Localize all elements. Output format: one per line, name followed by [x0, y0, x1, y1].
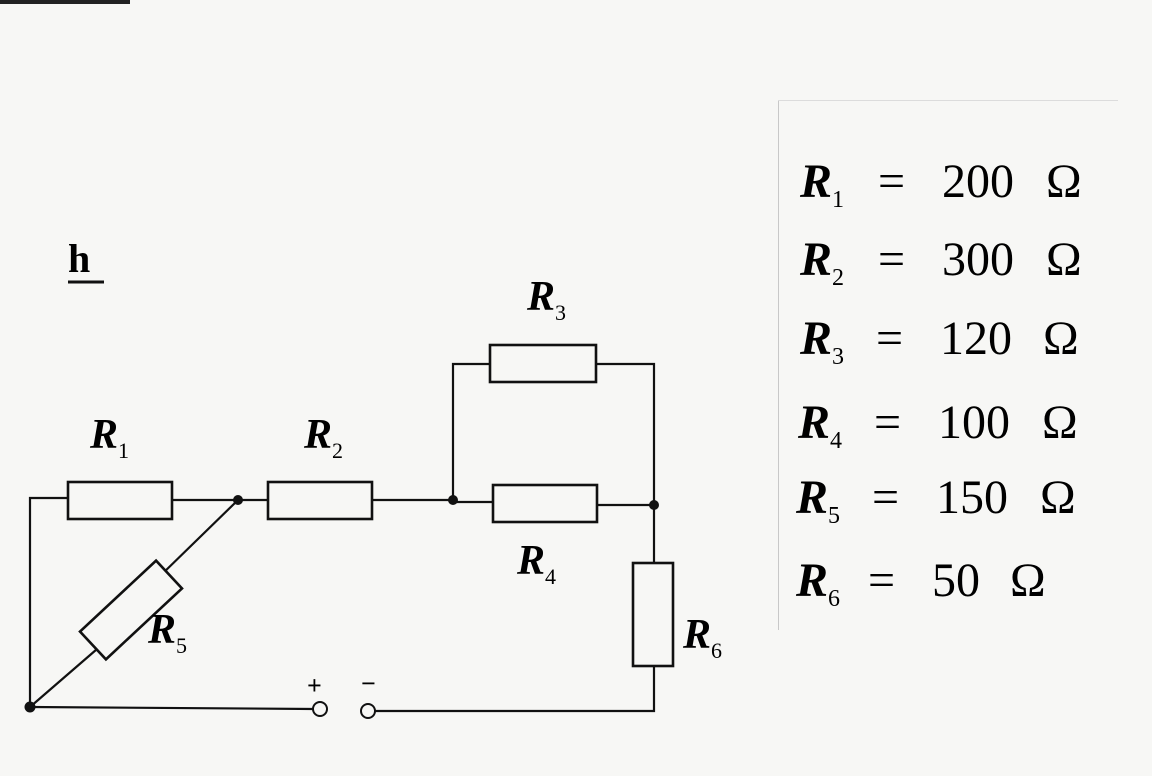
wire-r5-upper — [158, 499, 239, 578]
resistor-labels: R1 R2 R3 R4 R5 R6 — [89, 274, 722, 663]
resistor-r1-body — [66, 480, 174, 521]
junction-dot-a — [448, 495, 458, 505]
terminals — [312, 701, 376, 719]
values-panel-divider — [778, 100, 779, 630]
wire-bottom-plus — [29, 705, 315, 711]
junction-dots — [24, 495, 659, 713]
junction-dot-bottom-left — [24, 701, 36, 713]
wire-r3-junction-b — [596, 362, 656, 505]
junction-dot-r1-r2 — [233, 495, 243, 505]
resistor-r2-body — [266, 480, 374, 521]
wire-junction-r3 — [451, 362, 490, 500]
resistor-r5-body — [78, 558, 184, 662]
resistor-r4-body — [491, 483, 599, 524]
wire-left — [28, 496, 68, 707]
wires — [28, 362, 656, 713]
label-r1: R1 — [89, 412, 129, 463]
terminal-plus-sign: + — [307, 671, 322, 700]
wire-r6-minus — [373, 666, 656, 713]
label-r3: R3 — [526, 274, 566, 325]
label-r2: R2 — [303, 412, 343, 463]
terminal-minus-sign: − — [361, 669, 376, 698]
junction-dot-b — [649, 500, 659, 510]
resistor-bodies — [66, 343, 675, 668]
scan-edge-mark — [0, 0, 130, 4]
values-panel-top-rule — [778, 100, 1118, 101]
resistor-r6-body — [631, 561, 675, 668]
terminal-plus — [312, 701, 328, 717]
label-r4: R4 — [516, 538, 556, 589]
terminal-minus — [360, 703, 376, 719]
label-r5: R5 — [147, 607, 187, 658]
label-r6: R6 — [682, 612, 722, 663]
resistor-r3-body — [488, 343, 598, 384]
figure-label: h — [68, 236, 90, 281]
wire-r5-lower — [29, 642, 105, 708]
